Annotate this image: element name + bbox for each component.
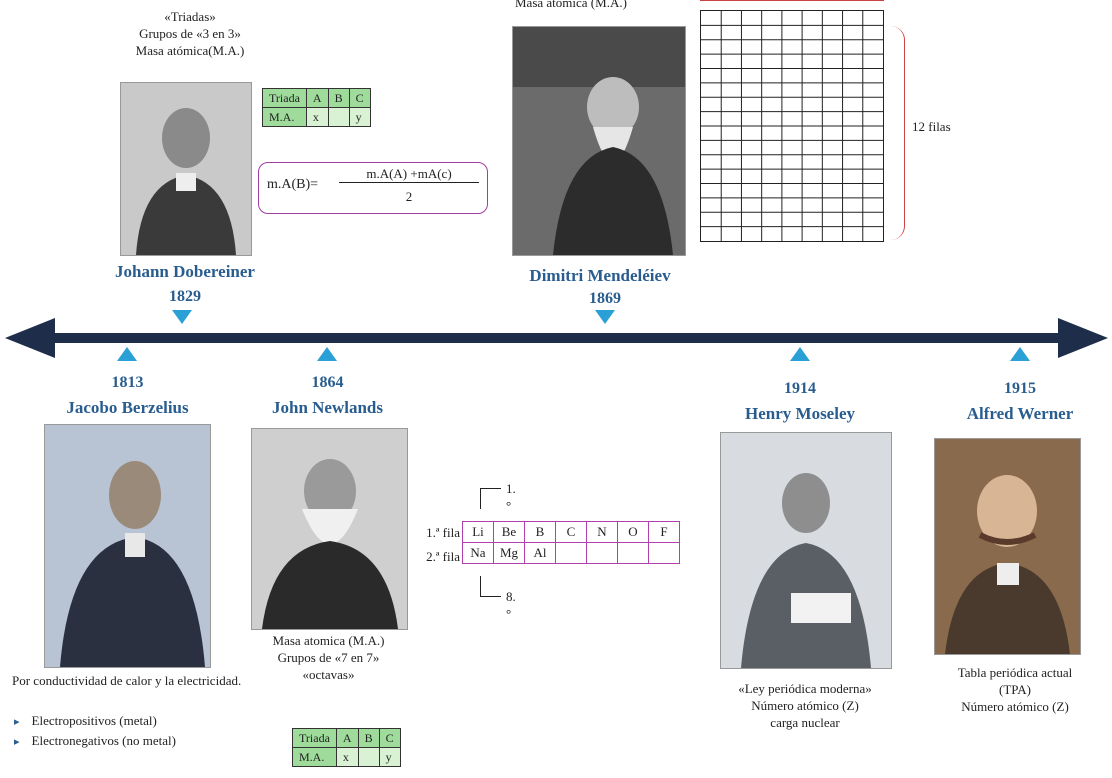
table-cell: C (555, 521, 587, 543)
werner-caption-line: (TPA) (998, 682, 1032, 697)
moseley-portrait (720, 432, 892, 669)
moseley-caption-line: «Ley periódica moderna» (738, 681, 872, 696)
marker-label: 8.° (506, 589, 516, 621)
moseley-name: Henry Moseley (745, 404, 855, 423)
table-cell: F (648, 521, 680, 543)
table-cell (327, 107, 350, 127)
table-cell: B (357, 728, 380, 748)
moseley-caption: «Ley periódica moderna» Número atómico (… (690, 680, 920, 731)
mendeleiev-grid (700, 10, 884, 242)
marker-up-1864 (317, 347, 337, 361)
table-cell: y (348, 107, 371, 127)
table-cell: Al (524, 542, 556, 564)
table-cell: B (524, 521, 556, 543)
table-cell: B (327, 88, 350, 108)
table-cell (648, 542, 680, 564)
dobereiner-caption-line: Masa atómica(M.A.) (135, 43, 245, 58)
table-cell: Na (462, 542, 494, 564)
werner-caption: Tabla periódica actual (TPA) Número atóm… (925, 664, 1105, 715)
werner-caption-line: Tabla periódica actual (957, 665, 1073, 680)
octave-row-label: 1.ª fila (426, 525, 460, 540)
table-cell: y (378, 747, 401, 767)
newlands-year: 1864 (311, 374, 344, 391)
formula-lhs: m.A(B)= (267, 177, 319, 192)
werner-caption-line: Número atómico (Z) (961, 699, 1069, 714)
table-cell (357, 747, 380, 767)
mendeleiev-name: Dimitri Mendeléiev (529, 266, 671, 285)
berzelius-bullet: Electronegativos (no metal) (14, 732, 249, 751)
marker-up-1915 (1010, 347, 1030, 361)
octave-table: Li Be B C N O F Na Mg Al (462, 521, 680, 564)
newlands-caption-line: Grupos de «7 en 7» (277, 650, 380, 665)
table-cell: Li (462, 521, 494, 543)
table-cell (617, 542, 649, 564)
newlands-name: John Newlands (271, 398, 383, 417)
berzelius-text: Por conductividad de calor y la electric… (12, 673, 242, 688)
newlands-caption: Masa atomica (M.A.) Grupos de «7 en 7» «… (226, 632, 431, 683)
table-cell: Mg (493, 542, 525, 564)
timeline-arrow (5, 310, 1108, 361)
rows-label: 12 filas (912, 119, 951, 134)
berzelius-name: Jacobo Berzelius (66, 398, 189, 417)
dobereiner-formula: m.A(B)= m.A(A) +mA(c) 2 (258, 162, 488, 214)
table-cell (555, 542, 587, 564)
formula-denominator: 2 (405, 189, 413, 204)
dobereiner-name: Johann Dobereiner (115, 262, 255, 281)
marker-bracket (480, 576, 501, 597)
dobereiner-caption: «Triadas» Grupos de «3 en 3» Masa atómic… (100, 8, 280, 59)
werner-portrait (934, 438, 1081, 655)
marker-down-1829 (172, 310, 192, 324)
werner-name: Alfred Werner (966, 404, 1074, 423)
table-cell: M.A. (292, 747, 337, 767)
moseley-caption-line: carga nuclear (770, 715, 840, 730)
table-cell (586, 542, 618, 564)
berzelius-portrait (44, 424, 211, 668)
table-cell: C (348, 88, 371, 108)
marker-up-1813 (117, 347, 137, 361)
table-cell: C (378, 728, 401, 748)
werner-year: 1915 (1004, 380, 1036, 397)
marker-bracket (480, 488, 501, 509)
table-cell: A (305, 88, 329, 108)
mendeleiev-year: 1869 (589, 290, 621, 307)
dobereiner-triad-table: Triada A B C M.A. x y (262, 88, 371, 127)
table-cell: Be (493, 521, 525, 543)
mendeleiev-top-box (700, 0, 884, 1)
table-cell: M.A. (262, 107, 307, 127)
newlands-portrait (251, 428, 408, 630)
dobereiner-caption-line: Grupos de «3 en 3» (139, 26, 241, 41)
marker-down-1869 (595, 310, 615, 324)
berzelius-year: 1813 (111, 374, 144, 391)
moseley-caption-line: Número atómico (Z) (751, 698, 859, 713)
mendeleiev-caption: Masa atómica (M.A.) (515, 0, 627, 10)
table-cell: Triada (292, 728, 337, 748)
octave-row-label: 2.ª fila (426, 549, 460, 564)
table-cell: O (617, 521, 649, 543)
dobereiner-caption-line: «Triadas» (164, 9, 216, 24)
moseley-year: 1914 (784, 380, 816, 397)
newlands-triad-table: Triada A B C M.A. x y (292, 728, 401, 767)
dobereiner-portrait (120, 82, 252, 256)
berzelius-bullet: Electropositivos (metal) (14, 712, 249, 731)
marker-label: 1.° (506, 481, 516, 513)
newlands-caption-line: Masa atomica (M.A.) (272, 633, 385, 648)
table-cell: x (335, 747, 359, 767)
newlands-caption-line: «octavas» (302, 667, 355, 682)
table-cell: Triada (262, 88, 307, 108)
formula-numerator: m.A(A) +mA(c) (339, 166, 479, 183)
marker-up-1914 (790, 347, 810, 361)
table-cell: x (305, 107, 329, 127)
table-cell: A (335, 728, 359, 748)
rows-brace (888, 26, 905, 240)
dobereiner-year: 1829 (169, 288, 201, 305)
mendeleiev-portrait (512, 26, 686, 256)
table-cell: N (586, 521, 618, 543)
